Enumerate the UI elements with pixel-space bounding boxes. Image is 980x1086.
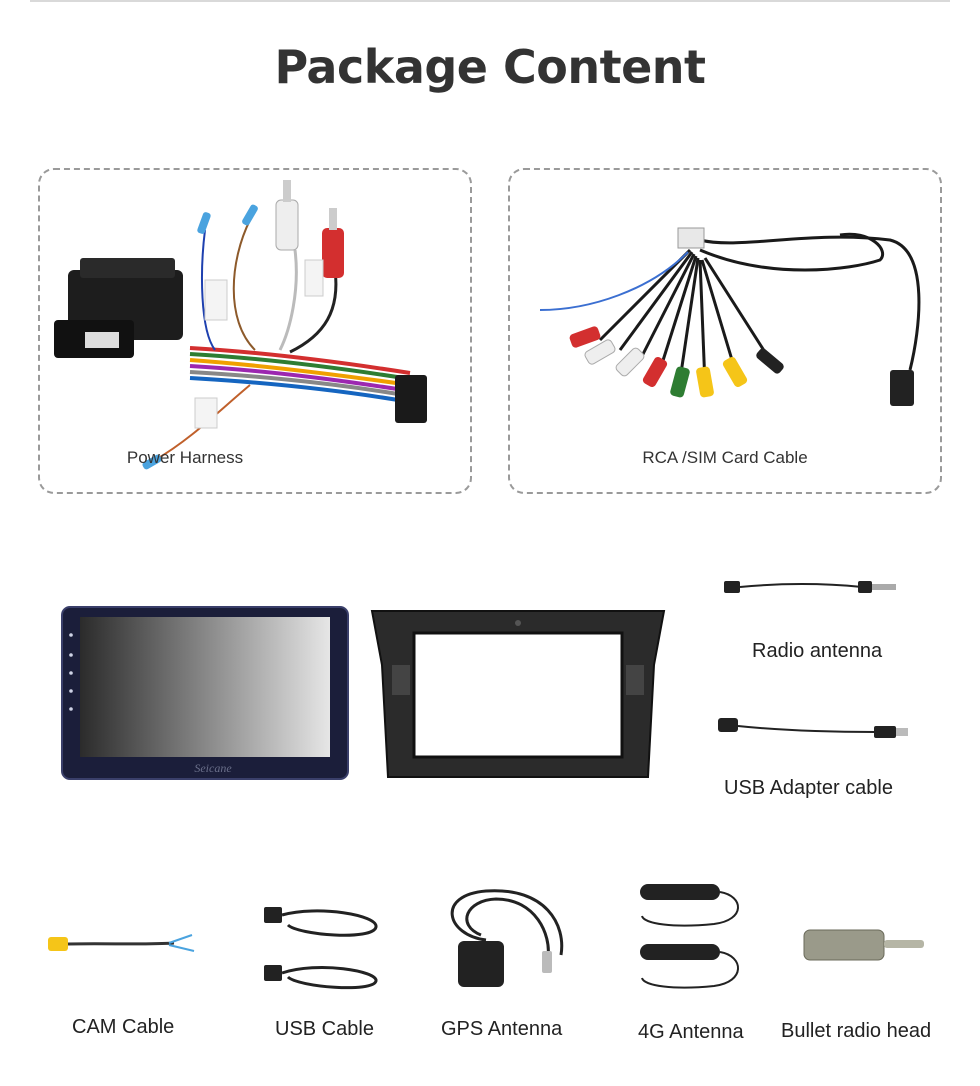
- gps-antenna-image: [450, 889, 564, 987]
- gps-antenna-label: GPS Antenna: [441, 1018, 563, 1040]
- usb-cable-image: [264, 907, 378, 990]
- head-unit-screen-image: Seicane: [61, 606, 349, 780]
- radio-antenna-image: [724, 581, 896, 593]
- antenna-4g-label: 4G Antenna: [638, 1021, 744, 1043]
- brand-logo: Seicane: [194, 761, 232, 775]
- usb-adapter-cable-image: [718, 718, 908, 738]
- bullet-radio-head-label: Bullet radio head: [781, 1020, 932, 1042]
- rca-sim-cable-label: RCA /SIM Card Cable: [642, 448, 808, 467]
- power-harness-image: [54, 180, 427, 470]
- dash-frame-image: [370, 610, 666, 778]
- cam-cable-image: [48, 934, 195, 952]
- power-harness-label: Power Harness: [126, 448, 244, 467]
- radio-antenna-label: Radio antenna: [752, 640, 883, 662]
- bullet-radio-head-image: [803, 929, 924, 961]
- usb-cable-label: USB Cable: [275, 1018, 374, 1040]
- usb-adapter-cable-label: USB Adapter cable: [724, 777, 893, 799]
- power-harness-panel: Power Harness: [38, 168, 472, 494]
- rca-sim-cable-image: [539, 227, 921, 406]
- cam-cable-label: CAM Cable: [72, 1016, 175, 1038]
- page-title: Package Content: [274, 40, 706, 94]
- antenna-4g-image: [640, 884, 739, 989]
- top-divider: [30, 0, 950, 2]
- rca-sim-cable-panel: RCA /SIM Card Cable: [508, 168, 942, 494]
